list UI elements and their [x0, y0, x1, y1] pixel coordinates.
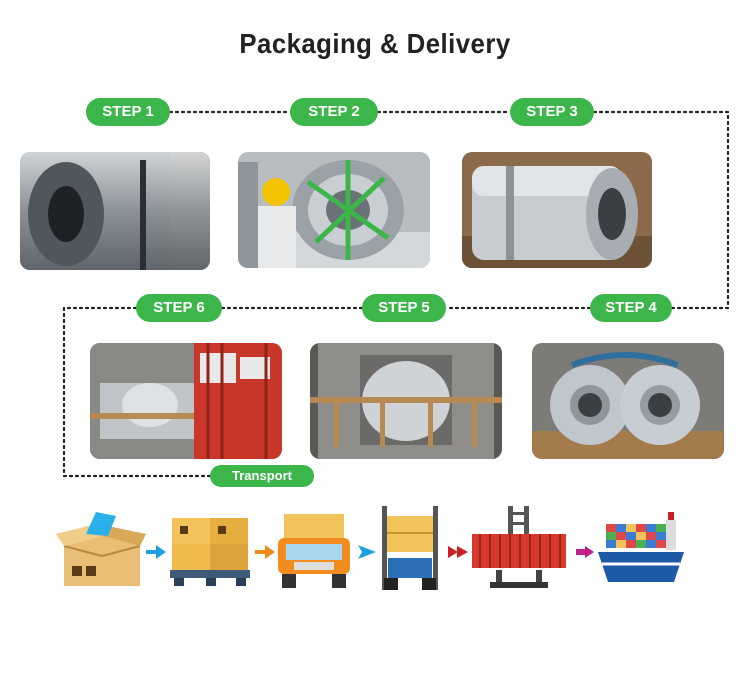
step-5-photo-loaded-container — [310, 343, 502, 459]
arrow-5-icon — [576, 546, 594, 558]
arrow-1-icon — [146, 545, 166, 559]
container-crane-icon — [472, 506, 566, 588]
page-title: Packaging & Delivery — [239, 28, 511, 59]
step-2-photo-strapping-coil — [238, 152, 430, 268]
step-2-label: STEP 2 — [290, 98, 378, 126]
cargo-ship-icon — [598, 512, 684, 582]
step-6-photo-container-door — [90, 343, 282, 459]
step-1-label: STEP 1 — [86, 98, 170, 126]
pallet-boxes-icon — [170, 518, 250, 586]
step-4-photo-coils-in-container — [532, 343, 724, 459]
step-3-label: STEP 3 — [510, 98, 594, 126]
step-3-photo-wrapped-coil — [462, 152, 652, 268]
arrow-3-icon — [358, 545, 376, 559]
transport-label: Transport — [210, 465, 314, 487]
arrow-4-icon — [448, 546, 468, 558]
arrow-2-icon — [255, 545, 275, 559]
step-1-photo-steel-coil — [20, 152, 210, 270]
step-5-label: STEP 5 — [362, 294, 446, 322]
open-box-icon — [56, 512, 146, 586]
step-4-label: STEP 4 — [590, 294, 672, 322]
truck-icon — [278, 514, 350, 588]
forklift-icon — [382, 506, 438, 590]
step-6-label: STEP 6 — [136, 294, 222, 322]
